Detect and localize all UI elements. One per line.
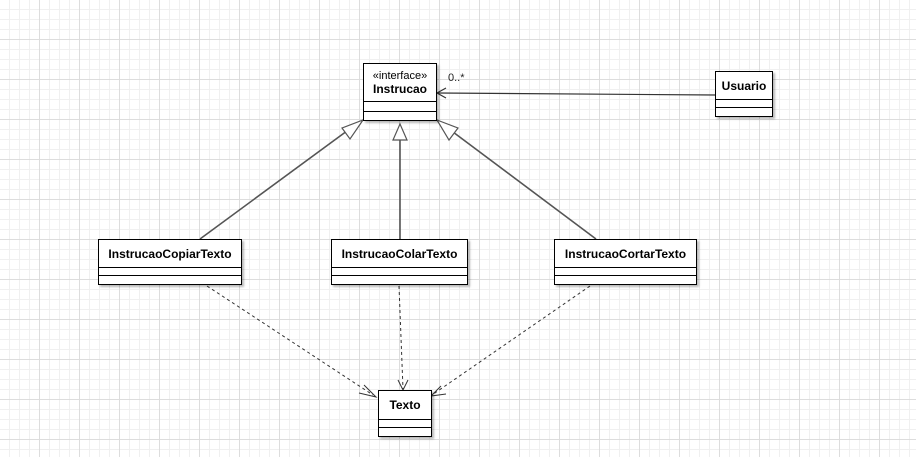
- attributes-section: [716, 100, 772, 108]
- class-header: InstrucaoCortarTexto: [555, 240, 696, 268]
- attributes-section: [99, 268, 241, 276]
- realization-cortar-instrucao[interactable]: [448, 128, 597, 240]
- class-usuario[interactable]: Usuario: [715, 71, 773, 117]
- methods-section: [99, 276, 241, 284]
- class-texto[interactable]: Texto: [378, 390, 432, 437]
- methods-section: [379, 428, 431, 436]
- class-name: Texto: [389, 398, 421, 412]
- association-arrowhead: [435, 87, 447, 99]
- stereotype-label: «interface»: [372, 69, 428, 82]
- association-usuario-instrucao[interactable]: [436, 92, 716, 96]
- dependency-arrowhead-cortar: [429, 385, 447, 397]
- class-header: InstrucaoColarTexto: [332, 240, 467, 268]
- class-name: Usuario: [721, 78, 767, 93]
- dependency-arrowhead-copiar: [358, 384, 378, 398]
- dependency-colar-texto[interactable]: [398, 285, 404, 390]
- class-instrucao-cortar-texto[interactable]: InstrucaoCortarTexto: [554, 239, 697, 285]
- dependency-cortar-texto[interactable]: [431, 285, 591, 396]
- realization-copiar-instrucao[interactable]: [199, 127, 352, 240]
- class-instrucao-copiar-texto[interactable]: InstrucaoCopiarTexto: [98, 239, 242, 285]
- class-name: InstrucaoCortarTexto: [564, 246, 687, 261]
- class-name: Instrucao: [372, 81, 427, 96]
- dependency-copiar-texto[interactable]: [206, 285, 374, 396]
- class-name: InstrucaoColarTexto: [341, 246, 458, 261]
- attributes-section: [364, 102, 436, 112]
- realization-arrowhead-copiar: [341, 118, 365, 141]
- methods-section: [332, 276, 467, 284]
- methods-section: [716, 108, 772, 116]
- class-instrucao[interactable]: «interface» Instrucao: [363, 63, 437, 121]
- class-header: Usuario: [716, 72, 772, 100]
- attributes-section: [555, 268, 696, 276]
- methods-section: [555, 276, 696, 284]
- realization-arrowhead-colar: [392, 122, 408, 141]
- class-header: Texto: [379, 391, 431, 420]
- attributes-section: [379, 420, 431, 428]
- attributes-section: [332, 268, 467, 276]
- realization-arrowhead-cortar: [435, 118, 459, 142]
- methods-section: [364, 112, 436, 120]
- class-name: InstrucaoCopiarTexto: [108, 246, 232, 261]
- multiplicity-label: 0..*: [448, 72, 465, 84]
- class-header: «interface» Instrucao: [364, 64, 436, 102]
- class-instrucao-colar-texto[interactable]: InstrucaoColarTexto: [331, 239, 468, 285]
- class-header: InstrucaoCopiarTexto: [99, 240, 241, 268]
